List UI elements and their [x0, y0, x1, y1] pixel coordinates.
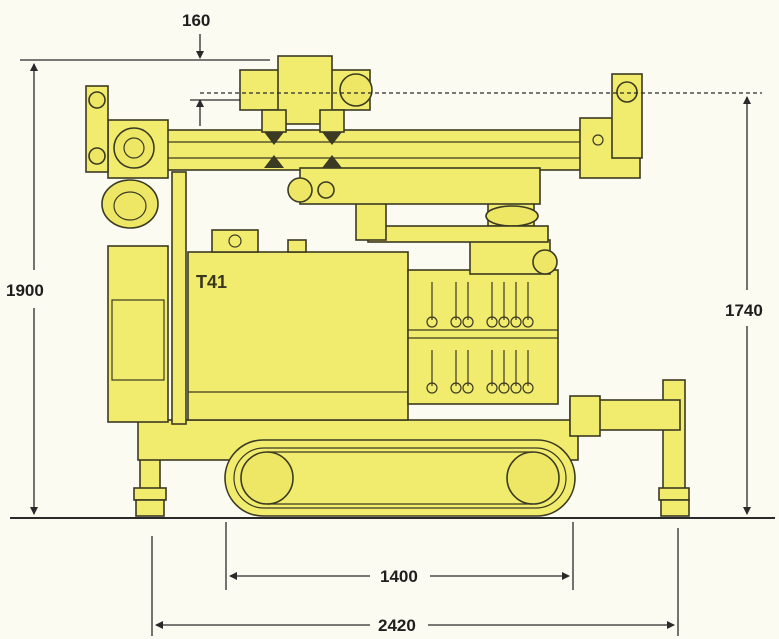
boom-end-left: [85, 85, 169, 229]
upper-levers: [426, 282, 534, 328]
mast-post: [171, 171, 187, 425]
dim-label-1740: 1740: [725, 301, 763, 320]
drill-head: [239, 55, 373, 168]
dim-label-1900: 1900: [6, 281, 44, 300]
dimension-total-height: 1900: [6, 59, 270, 515]
lower-levers: [426, 350, 534, 394]
filler-cap: [211, 229, 259, 253]
dimension-offset-top: 160: [182, 11, 240, 126]
dim-label-160: 160: [182, 11, 210, 30]
dimension-mast-height: 1740: [200, 92, 763, 515]
mast-boom: [159, 73, 643, 205]
control-panel: [407, 269, 559, 405]
dimension-track-length: 1400: [225, 522, 574, 590]
dim-label-1400: 1400: [380, 567, 418, 586]
crawler-track: [224, 439, 576, 517]
model-label: T41: [196, 272, 227, 292]
dim-label-2420: 2420: [378, 616, 416, 635]
engine-block: [107, 245, 169, 423]
linkage-arm: [367, 225, 549, 243]
drill-rig: T41: [85, 55, 690, 517]
dimension-total-length: 2420: [151, 528, 679, 636]
